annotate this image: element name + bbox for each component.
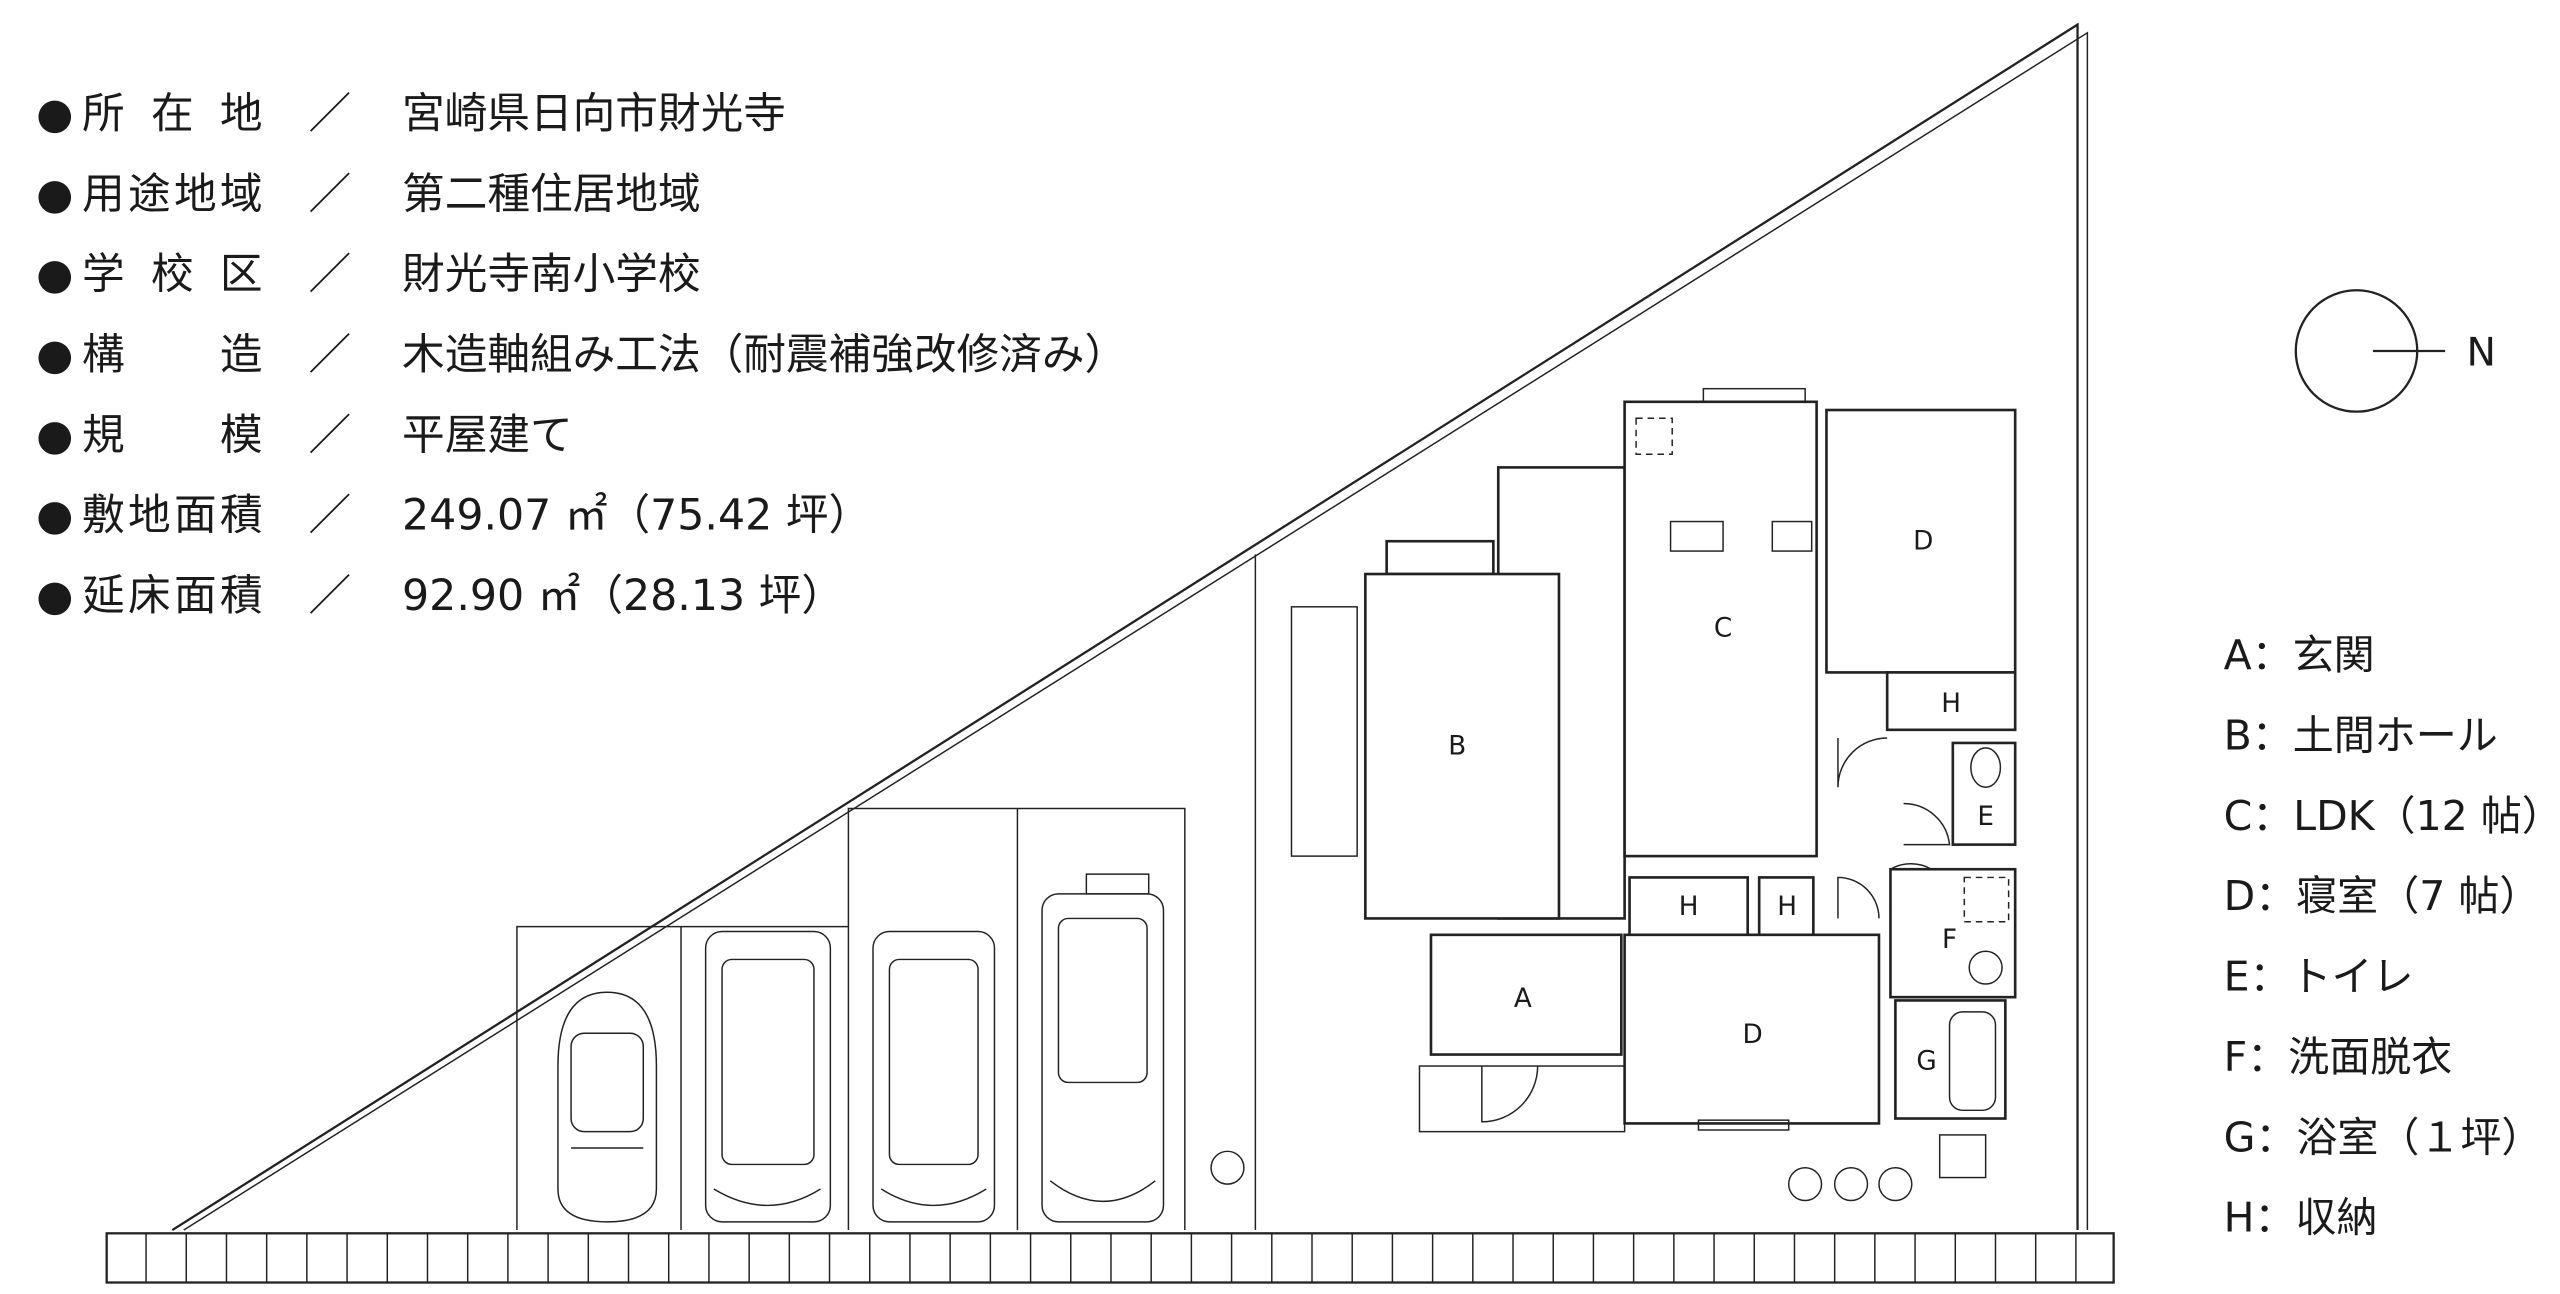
- car-1: [557, 991, 658, 1223]
- info-value: 249.07 ㎡（75.42 坪）: [402, 491, 871, 541]
- room-label-d-lower: D: [1743, 1020, 1763, 1050]
- property-info: ●所 在 地／宮崎県日向市財光寺●用途地域／第二種住居地域●学 校 区／財光寺南…: [36, 89, 1127, 621]
- room-f: [1889, 867, 2017, 999]
- room-label-h-1: H: [1941, 689, 1961, 719]
- info-bullet: ●: [36, 410, 73, 460]
- info-label: 敷地面積: [82, 491, 263, 541]
- info-bullet: ●: [36, 250, 73, 300]
- room-c: [1623, 400, 1818, 858]
- room-legend: A：玄関 B：土間ホール C：LDK（12 帖） D：寝室（7 帖） E：トイレ F：洗面…: [2224, 631, 2560, 1242]
- info-label: 延床面積: [82, 571, 263, 621]
- room-d-lower: [1623, 933, 1881, 1125]
- room-label-d-upper: D: [1913, 526, 1933, 556]
- room-e: [1951, 741, 2017, 846]
- legend-item: B：土間ホール: [2224, 712, 2498, 760]
- room-b: [1364, 572, 1561, 920]
- room-label-b: B: [1448, 731, 1466, 761]
- site-boundary: [171, 22, 2089, 1232]
- legend-item: E：トイレ: [2224, 953, 2414, 1001]
- room-label-e: E: [1977, 802, 1994, 832]
- info-bullet: ●: [36, 169, 73, 219]
- storage-h-3: [1757, 876, 1815, 937]
- legend-item: D：寝室（7 帖）: [2224, 872, 2541, 920]
- legend-item: G：浴室（１坪）: [2224, 1113, 2543, 1161]
- info-label: 構 造: [82, 330, 263, 380]
- info-value: 財光寺南小学校: [402, 250, 701, 300]
- info-label: 学 校 区: [82, 250, 263, 300]
- room-label-h-3: H: [1777, 892, 1797, 922]
- info-value: 92.90 ㎡（28.13 坪）: [402, 571, 844, 621]
- legend-item: A：玄関: [2224, 631, 2375, 679]
- room-a: [1429, 933, 1623, 1056]
- room-d-upper: [1825, 408, 2017, 674]
- info-label: 規 模: [82, 410, 263, 460]
- fence: [105, 1232, 2115, 1284]
- car-2: [704, 930, 832, 1223]
- room-label-f: F: [1942, 925, 1957, 955]
- outdoor-fixtures: [1787, 1134, 1987, 1202]
- house-floor-plan: [1290, 387, 2017, 1133]
- car-4: [1041, 873, 1165, 1223]
- info-separator: ／: [309, 169, 352, 219]
- legend-item: C：LDK（12 帖）: [2224, 792, 2560, 840]
- info-value: 第二種住居地域: [402, 169, 701, 219]
- room-label-c: C: [1714, 613, 1732, 643]
- info-separator: ／: [309, 330, 352, 380]
- info-bullet: ●: [36, 89, 73, 139]
- info-separator: ／: [309, 410, 352, 460]
- north-compass-icon: N: [2294, 289, 2496, 413]
- info-bullet: ●: [36, 571, 73, 621]
- info-value: 平屋建て: [402, 410, 573, 460]
- room-labels: A B C D D E F G H H H: [1448, 526, 1994, 1076]
- compass-north-label: N: [2466, 330, 2495, 376]
- storage-h-2: [1628, 876, 1750, 937]
- car-3: [872, 930, 996, 1223]
- legend-item: F：洗面脱衣: [2224, 1033, 2453, 1081]
- info-value: 宮崎県日向市財光寺: [402, 89, 786, 139]
- legend-item: H：収納: [2224, 1194, 2378, 1242]
- info-separator: ／: [309, 250, 352, 300]
- info-separator: ／: [309, 491, 352, 541]
- info-value: 木造軸組み工法（耐震補強改修済み）: [402, 330, 1127, 380]
- room-label-h-2: H: [1679, 892, 1699, 922]
- parking-area: [516, 554, 1257, 1231]
- info-bullet: ●: [36, 491, 73, 541]
- info-label: 所 在 地: [82, 89, 263, 139]
- info-label: 用途地域: [82, 169, 263, 219]
- info-separator: ／: [309, 89, 352, 139]
- info-bullet: ●: [36, 330, 73, 380]
- storage-h-1: [1885, 671, 2017, 732]
- room-label-g: G: [1916, 1046, 1936, 1076]
- room-label-a: A: [1514, 984, 1532, 1014]
- info-separator: ／: [309, 571, 352, 621]
